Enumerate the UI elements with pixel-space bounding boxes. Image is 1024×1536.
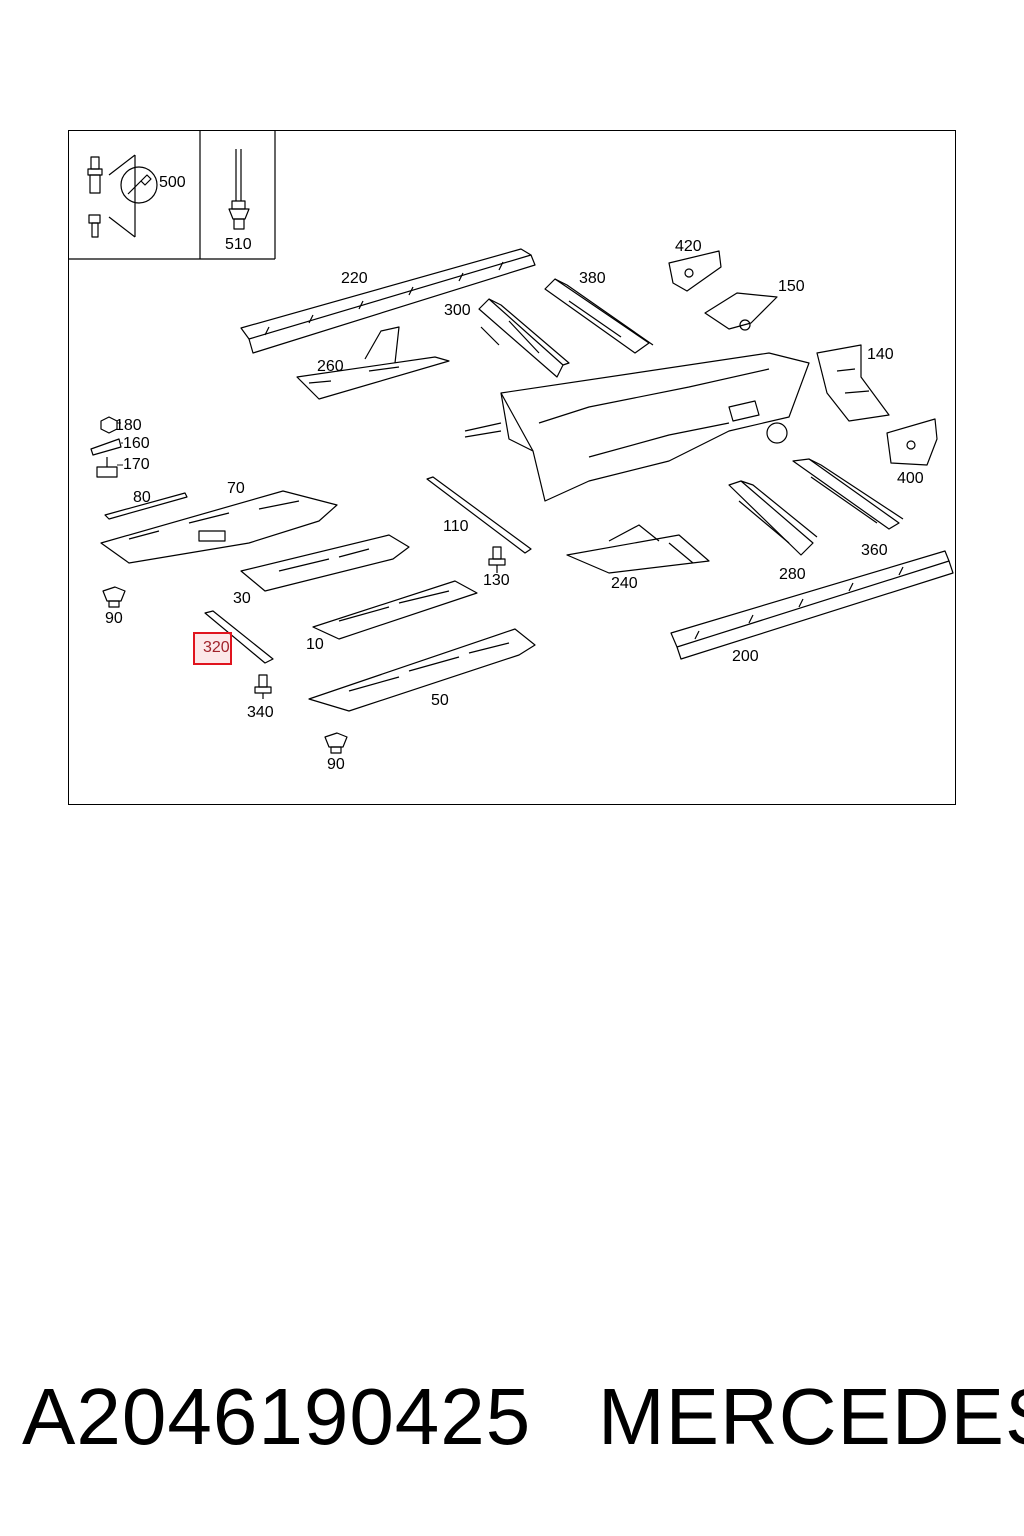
part-30-floor-panel [240, 534, 410, 592]
label-320: 320 [203, 639, 230, 656]
highlighted-part-box[interactable]: 320 [193, 632, 232, 665]
label-90-left: 90 [105, 610, 123, 627]
part-number: A2046190425 [22, 1372, 532, 1461]
label-380: 380 [579, 270, 606, 287]
label-300: 300 [444, 302, 471, 319]
label-240: 240 [611, 575, 638, 592]
label-220: 220 [341, 270, 368, 287]
label-180: 180 [115, 417, 142, 434]
label-200: 200 [732, 648, 759, 665]
part-160-clip [90, 438, 122, 456]
part-260-bracket [296, 326, 450, 400]
label-30: 30 [233, 590, 251, 607]
part-90-nut-bottom [324, 732, 348, 754]
part-320-strip [204, 610, 274, 664]
part-240-crossmember [566, 524, 710, 574]
part-380-member [544, 278, 654, 354]
part-130-bolt [488, 546, 506, 573]
label-170: 170 [123, 456, 150, 473]
label-150: 150 [778, 278, 805, 295]
label-50: 50 [431, 692, 449, 709]
part-420-bracket [668, 250, 722, 292]
label-420: 420 [675, 238, 702, 255]
part-10-floor-panel [312, 580, 478, 640]
label-140: 140 [867, 346, 894, 363]
part-180-nut [100, 416, 118, 434]
label-80: 80 [133, 489, 151, 506]
part-110-strip [426, 476, 532, 554]
stud-nut-icon [87, 154, 136, 238]
part-340-bolt [254, 674, 272, 699]
inset-boxes [69, 131, 276, 260]
parts-diagram-frame: 500 510 220 260 300 380 420 150 140 400 … [68, 130, 956, 805]
label-360: 360 [861, 542, 888, 559]
label-280: 280 [779, 566, 806, 583]
wrench-icon [120, 166, 158, 204]
part-170-weld-nut [96, 457, 118, 478]
long-bolt-icon [228, 149, 250, 230]
part-70-floor-panel [100, 490, 338, 564]
label-260: 260 [317, 358, 344, 375]
parts-drawing [69, 131, 954, 754]
label-160: 160 [123, 435, 150, 452]
label-500: 500 [159, 174, 186, 191]
brand-name: MERCEDES [598, 1372, 1024, 1461]
label-510: 510 [225, 236, 252, 253]
part-360-member [792, 458, 904, 530]
label-10: 10 [306, 636, 324, 653]
part-200-rail [670, 550, 954, 660]
label-130: 130 [483, 572, 510, 589]
part-main-floor-pan [464, 352, 810, 502]
part-150-plate [704, 292, 778, 331]
part-220-rail [240, 248, 536, 354]
leader-lines [117, 422, 123, 466]
label-110: 110 [443, 518, 469, 535]
part-400-panel [886, 418, 938, 466]
part-50-floor-panel [308, 628, 536, 712]
part-80-strip [104, 492, 188, 520]
label-340: 340 [247, 704, 274, 721]
part-90-nut-left [102, 586, 126, 608]
label-90-bottom: 90 [327, 756, 345, 773]
part-300-member [478, 298, 570, 378]
part-140-panel [816, 344, 890, 422]
part-280-member [728, 480, 818, 556]
label-70: 70 [227, 480, 245, 497]
label-400: 400 [897, 470, 924, 487]
